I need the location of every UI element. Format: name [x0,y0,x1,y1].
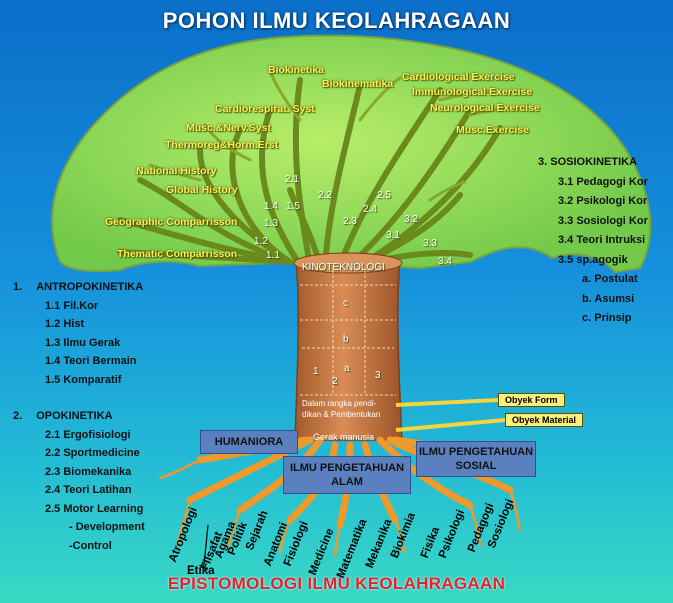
diagram-canvas: POHON ILMU KEOLAHRAGAAN EPISTOMOLOGI ILM… [0,0,673,603]
etika-bracket [0,0,673,603]
